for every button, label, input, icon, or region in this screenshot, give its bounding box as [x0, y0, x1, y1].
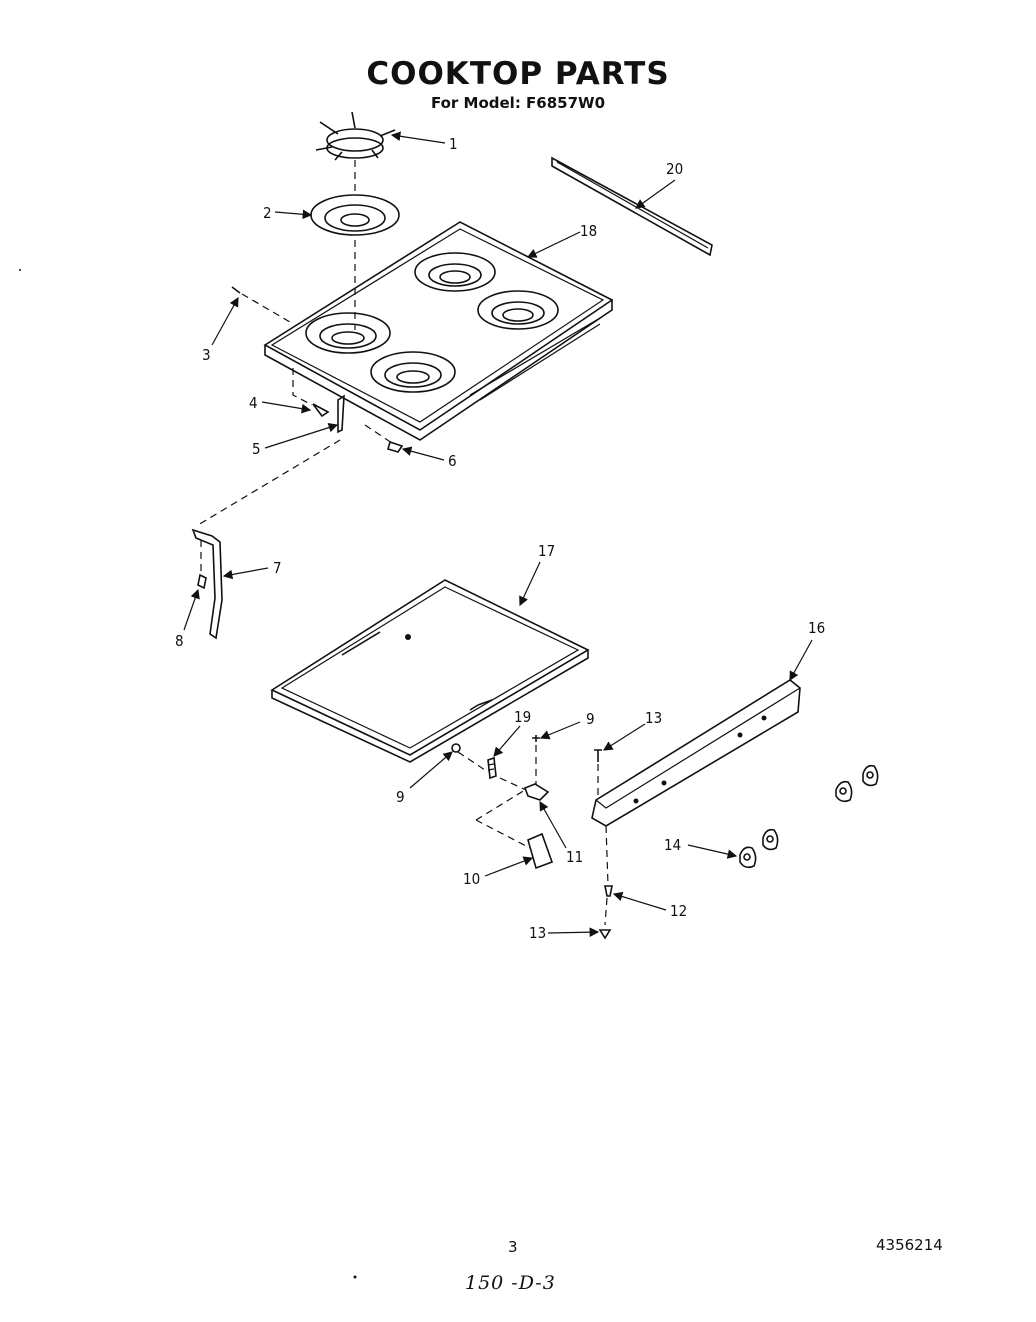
callout-13b: 13	[529, 924, 546, 942]
control-panel-part-16	[591, 679, 801, 827]
clip-part-8	[197, 540, 207, 590]
burner-grate-part-1	[315, 111, 396, 161]
callout-18: 18	[580, 222, 597, 240]
cooktop-main-top-part-18	[263, 221, 614, 441]
callout-7: 7	[273, 559, 282, 577]
callout-19: 19	[514, 708, 531, 726]
panel-screws-parts-12-13	[594, 749, 613, 940]
page-title: COOKTOP PARTS	[366, 56, 670, 92]
drip-bowl-part-2	[310, 194, 400, 236]
callout-1: 1	[449, 135, 458, 153]
callout-8: 8	[175, 632, 184, 650]
rear-trim-part-20	[551, 156, 713, 257]
callout-6: 6	[448, 452, 457, 470]
callout-leaders	[183, 131, 813, 937]
callout-11: 11	[566, 848, 583, 866]
callout-17: 17	[538, 542, 555, 560]
callout-3: 3	[202, 346, 211, 364]
callout-14: 14	[664, 836, 681, 854]
callout-12: 12	[670, 902, 687, 920]
callout-13a: 13	[645, 709, 662, 727]
small-fasteners-parts-4-5-6	[292, 368, 404, 453]
callout-4: 4	[249, 394, 258, 412]
control-knobs-part-14	[739, 764, 879, 869]
alignment-line	[197, 439, 341, 526]
callout-2: 2	[263, 204, 272, 222]
page-number: 3	[508, 1238, 518, 1256]
model-subtitle: For Model: F6857W0	[430, 94, 606, 112]
callout-9a: 9	[396, 788, 405, 806]
side-bracket-part-7	[191, 528, 223, 640]
callout-9b: 9	[586, 710, 595, 728]
handwritten-note: 150 -D-3	[465, 1272, 556, 1294]
callout-16: 16	[808, 619, 825, 637]
bottom-panel-part-17	[270, 579, 590, 763]
lower-fasteners-parts-9-19-11-10	[451, 735, 554, 870]
screw-part-3	[231, 286, 291, 323]
document-number: 4356214	[876, 1236, 943, 1254]
callout-10: 10	[463, 870, 480, 888]
callout-5: 5	[252, 440, 261, 458]
callout-20: 20	[666, 160, 683, 178]
